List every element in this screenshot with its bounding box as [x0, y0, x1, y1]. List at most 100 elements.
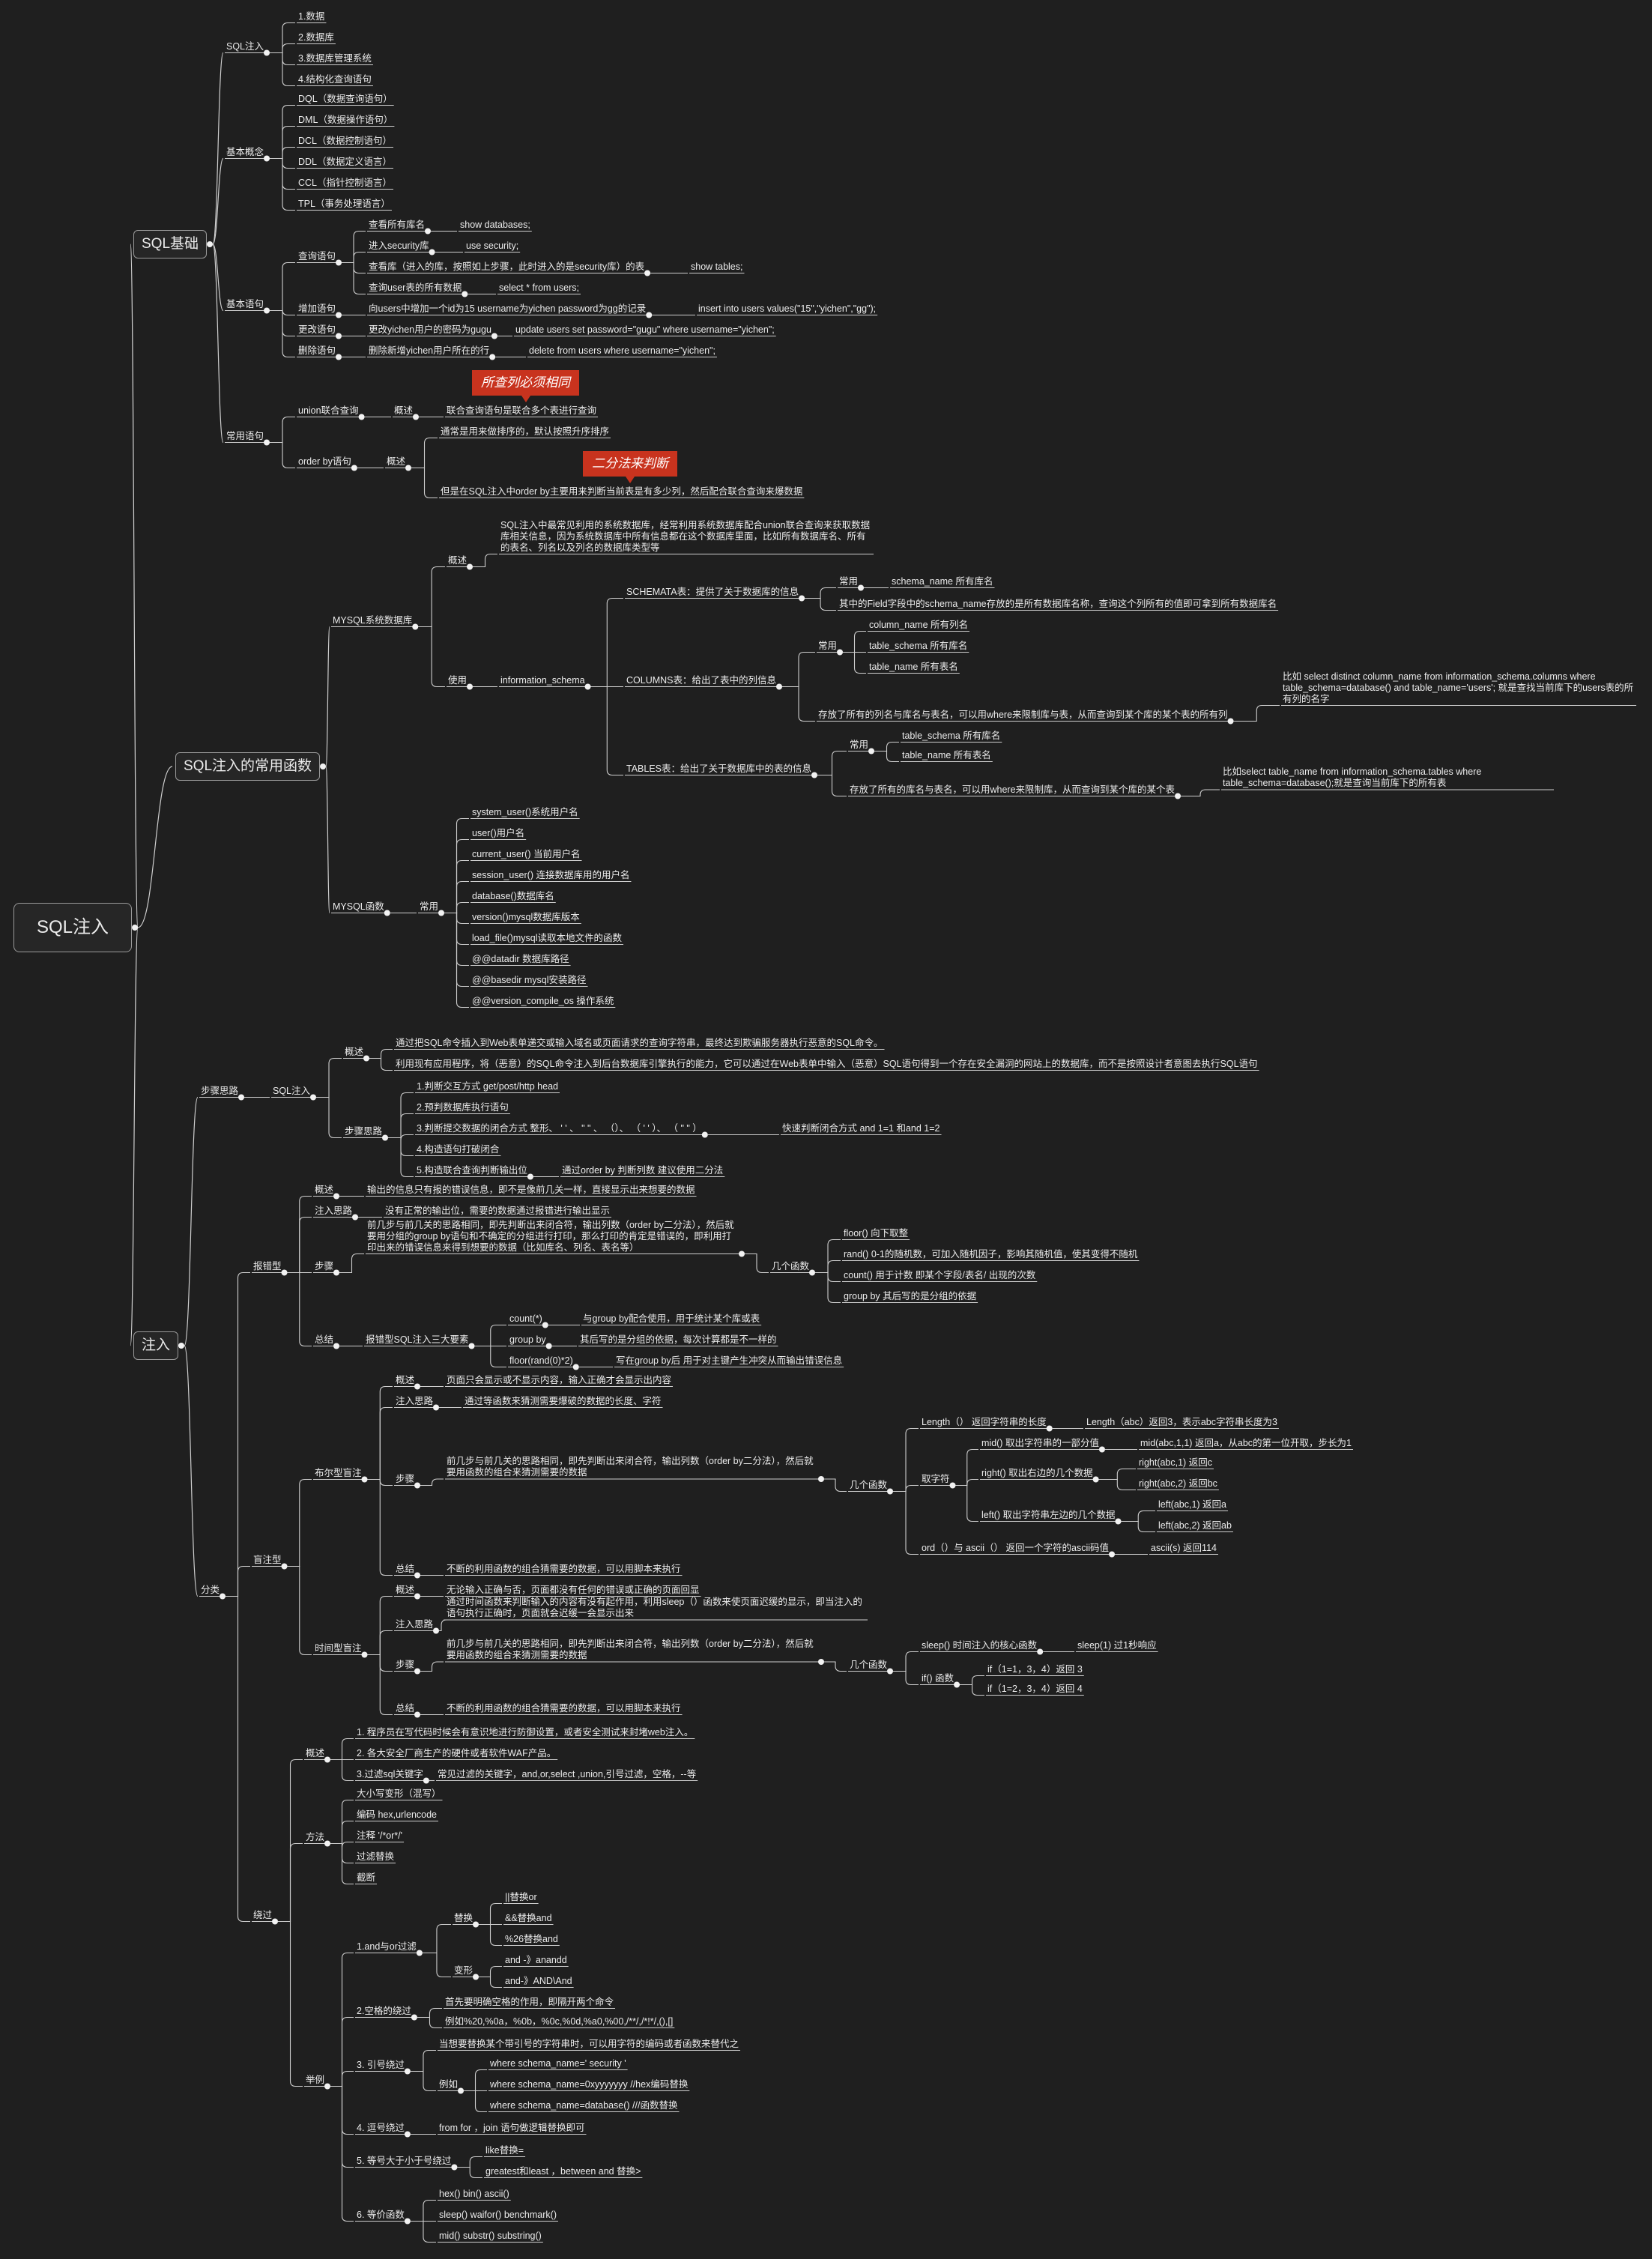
node-t-step-d[interactable]: 前几步与前几关的思路相同，即先判断出来闭合符，输出列数（order by二分法）…	[447, 1639, 814, 1660]
node-t-step[interactable]: 步骤	[396, 1659, 415, 1670]
node-x-5a[interactable]: like替换=	[485, 2144, 524, 2156]
node-step-idea[interactable]: 步骤思路	[201, 1085, 239, 1096]
node-b-idea-d[interactable]: 通过等函数来猜测需要爆破的数据的长度、字符	[465, 1395, 662, 1406]
node-example[interactable]: 举例	[306, 2074, 325, 2085]
node-col-name[interactable]: column_name 所有列名	[869, 619, 968, 630]
node-q-1[interactable]: 查看所有库名	[369, 219, 426, 230]
node-err-o-d[interactable]: 输出的信息只有报的错误信息，即不是像前几关一样，直接显示出来想要的数据	[367, 1184, 695, 1195]
node-x-1d[interactable]: 变形	[454, 1965, 473, 1976]
node-x-6c[interactable]: mid() substr() substring()	[439, 2230, 542, 2241]
node-sql-steps[interactable]: 步骤思路	[345, 1125, 383, 1137]
node-tab-ex[interactable]: 比如select table_name from information_sch…	[1223, 766, 1482, 788]
node-ord[interactable]: ord（）与 ascii（） 返回一个字符的ascii码值	[922, 1542, 1110, 1553]
node-by-o3[interactable]: 3.过滤sql关键字	[357, 1768, 423, 1779]
node-funcs[interactable]: SQL注入的常用函数	[175, 752, 321, 781]
node-len-ex[interactable]: Length（abc）返回3，表示abc字符串长度为3	[1086, 1416, 1277, 1427]
node-l-2[interactable]: left(abc,2) 返回ab	[1158, 1519, 1232, 1531]
node-basic-stmt[interactable]: 基本语句	[226, 298, 264, 309]
node-use[interactable]: 使用	[448, 674, 468, 686]
node-st-3v[interactable]: 快速判断闭合方式 and 1=1 和and 1=2	[782, 1122, 940, 1134]
node-tab-common[interactable]: 常用	[850, 739, 869, 750]
node-order-d1[interactable]: 通常是用来做排序的，默认按照升序排序	[441, 426, 610, 437]
node-tab-schema[interactable]: table_schema 所有库名	[902, 730, 1001, 741]
node-method[interactable]: 方法	[306, 1831, 325, 1842]
node-sys-overview[interactable]: 概述	[448, 554, 468, 566]
node-sleep[interactable]: sleep() 时间注入的核心函数	[922, 1639, 1038, 1651]
node-st-5[interactable]: 5.构造联合查询判断输出位	[417, 1164, 527, 1176]
node-sql-overview[interactable]: 概述	[345, 1046, 364, 1057]
node-t-idea[interactable]: 注入思路	[396, 1618, 434, 1630]
node-by-o3v[interactable]: 常见过滤的关键字，and,or,select ,union,引号过滤，空格，--…	[438, 1768, 697, 1779]
node-err-type[interactable]: 报错型	[253, 1260, 282, 1271]
node-bypass[interactable]: 绕过	[253, 1909, 273, 1920]
node-union-o[interactable]: 概述	[394, 405, 414, 416]
node-x-1r-2[interactable]: &&替换and	[505, 1912, 552, 1923]
node-tab-desc[interactable]: 存放了所有的库名与表名，可以用where来限制库，从而查询到某个库的某个表	[850, 784, 1176, 795]
node-inject[interactable]: 注入	[133, 1331, 179, 1360]
node-mysql-sys[interactable]: MYSQL系统数据库	[333, 614, 413, 626]
node-err-step-d[interactable]: 前几步与前几关的思路相同，即先判断出来闭合符，输出列数（order by二分法）…	[367, 1219, 734, 1253]
node-st-4[interactable]: 4.构造语句打破闭合	[417, 1143, 500, 1155]
node-col-table-schema[interactable]: table_schema 所有库名	[869, 640, 968, 651]
node-common[interactable]: 常用语句	[226, 430, 264, 441]
node-st-3[interactable]: 3.判断提交数据的闭合方式 整形、 ' ' 、 " " 、 （）、 （ ' ' …	[417, 1122, 702, 1134]
node-q-4v[interactable]: select * from users;	[499, 282, 579, 293]
node-x-3[interactable]: 3. 引号绕过	[357, 2059, 405, 2070]
node-x-1d-2[interactable]: and-》AND\And	[505, 1975, 572, 1986]
node-b-idea[interactable]: 注入思路	[396, 1395, 434, 1406]
node-union-d[interactable]: 联合查询语句是联合多个表进行查询	[447, 405, 597, 416]
node-floor[interactable]: floor() 向下取整	[844, 1227, 909, 1239]
node-x-3e-1[interactable]: where schema_name=' security '	[490, 2057, 626, 2069]
node-q-2[interactable]: 进入security库	[369, 240, 429, 251]
node-orderby[interactable]: order by语句	[298, 456, 351, 467]
node-e-1[interactable]: count(*)	[509, 1313, 542, 1324]
node-x-5b[interactable]: greatest和least ，between and 替换>	[485, 2165, 641, 2177]
node-t-o[interactable]: 概述	[396, 1584, 415, 1595]
node-tables[interactable]: TABLES表：给出了关于数据库中的表的信息	[626, 763, 812, 774]
node-del[interactable]: 删除语句	[298, 345, 336, 356]
node-fn-1[interactable]: system_user()系统用户名	[472, 806, 578, 817]
node-e-2v[interactable]: 其后写的是分组的依据，每次计算都是不一样的	[580, 1334, 777, 1345]
node-e-3v[interactable]: 写在group by后 用于对主键产生冲突从而输出错误信息	[616, 1355, 843, 1366]
node-col-common[interactable]: 常用	[818, 640, 838, 651]
node-basic-concept[interactable]: 基本概念	[226, 146, 264, 157]
node-b-o[interactable]: 概述	[396, 1374, 415, 1385]
node-err-idea[interactable]: 注入思路	[315, 1205, 353, 1216]
node-x-1[interactable]: 1.and与or过滤	[357, 1941, 417, 1952]
node-q-4[interactable]: 查询user表的所有数据	[369, 282, 462, 293]
node-err-sum[interactable]: 总结	[315, 1334, 334, 1345]
node-upd-v[interactable]: update users set password="gugu" where u…	[515, 324, 775, 335]
node-m-1[interactable]: 大小写变形（混写）	[357, 1788, 441, 1799]
node-fn-5[interactable]: database()数据库名	[472, 890, 554, 901]
node-r-2[interactable]: right(abc,2) 返回bc	[1139, 1478, 1217, 1489]
node-fn-10[interactable]: @@version_compile_os 操作系统	[472, 995, 614, 1006]
node-by-o[interactable]: 概述	[306, 1747, 325, 1758]
node-m-2[interactable]: 编码 hex,urlencode	[357, 1809, 438, 1820]
node-schemata[interactable]: SCHEMATA表：提供了关于数据库的信息	[626, 586, 799, 597]
node-x-1d-1[interactable]: and -》anandd	[505, 1954, 567, 1965]
node-q-3[interactable]: 查看库（进入的库，按照如上步骤，此时进入的是security库）的表	[369, 261, 645, 272]
node-b-step[interactable]: 步骤	[396, 1473, 415, 1484]
node-mysql-fn[interactable]: MYSQL函数	[333, 901, 384, 912]
node-mid[interactable]: mid() 取出字符串的一部分值	[981, 1437, 1099, 1448]
node-union[interactable]: union联合查询	[298, 405, 359, 416]
node-e-1v[interactable]: 与group by配合使用，用于统计某个库或表	[583, 1313, 760, 1324]
node-x-5[interactable]: 5. 等号大于小于号绕过	[357, 2155, 452, 2166]
node-if-1[interactable]: if（1=1，3，4）返回 3	[987, 1663, 1083, 1675]
node-add-v[interactable]: insert into users values("15","yichen","…	[698, 303, 877, 314]
node-sch-desc[interactable]: 其中的Field字段中的schema_name存放的是所有数据库名称，查询这个列…	[839, 598, 1277, 609]
node-tpl[interactable]: TPL（事务处理语言）	[298, 198, 390, 209]
node-x-4v[interactable]: from for ，join 语句做逻辑替换即可	[439, 2122, 585, 2133]
node-x-3a[interactable]: 当想要替换某个带引号的字符串时，可以用字符的编码或者函数来替代之	[439, 2038, 739, 2049]
node-st-5v[interactable]: 通过order by 判断列数 建议使用二分法	[562, 1164, 724, 1176]
node-t-sum[interactable]: 总结	[396, 1702, 415, 1714]
node-x-1r-1[interactable]: ||替换or	[505, 1891, 537, 1902]
node-x-3ex[interactable]: 例如	[439, 2078, 459, 2090]
node-err-step[interactable]: 步骤	[315, 1260, 334, 1271]
node-t-idea-d[interactable]: 通过时间函数来判断输入的内容有没有起作用，利用sleep（）函数来使页面迟缓的显…	[447, 1597, 862, 1618]
node-m-4[interactable]: 过滤替换	[357, 1851, 395, 1862]
node-fn-8[interactable]: @@datadir 数据库路径	[472, 953, 569, 964]
node-st-1[interactable]: 1.判断交互方式 get/post/http head	[417, 1080, 558, 1092]
node-by-o2[interactable]: 2. 各大安全厂商生产的硬件或者软件WAF产品。	[357, 1747, 557, 1758]
node-st-2[interactable]: 2.预判数据库执行语句	[417, 1101, 509, 1113]
